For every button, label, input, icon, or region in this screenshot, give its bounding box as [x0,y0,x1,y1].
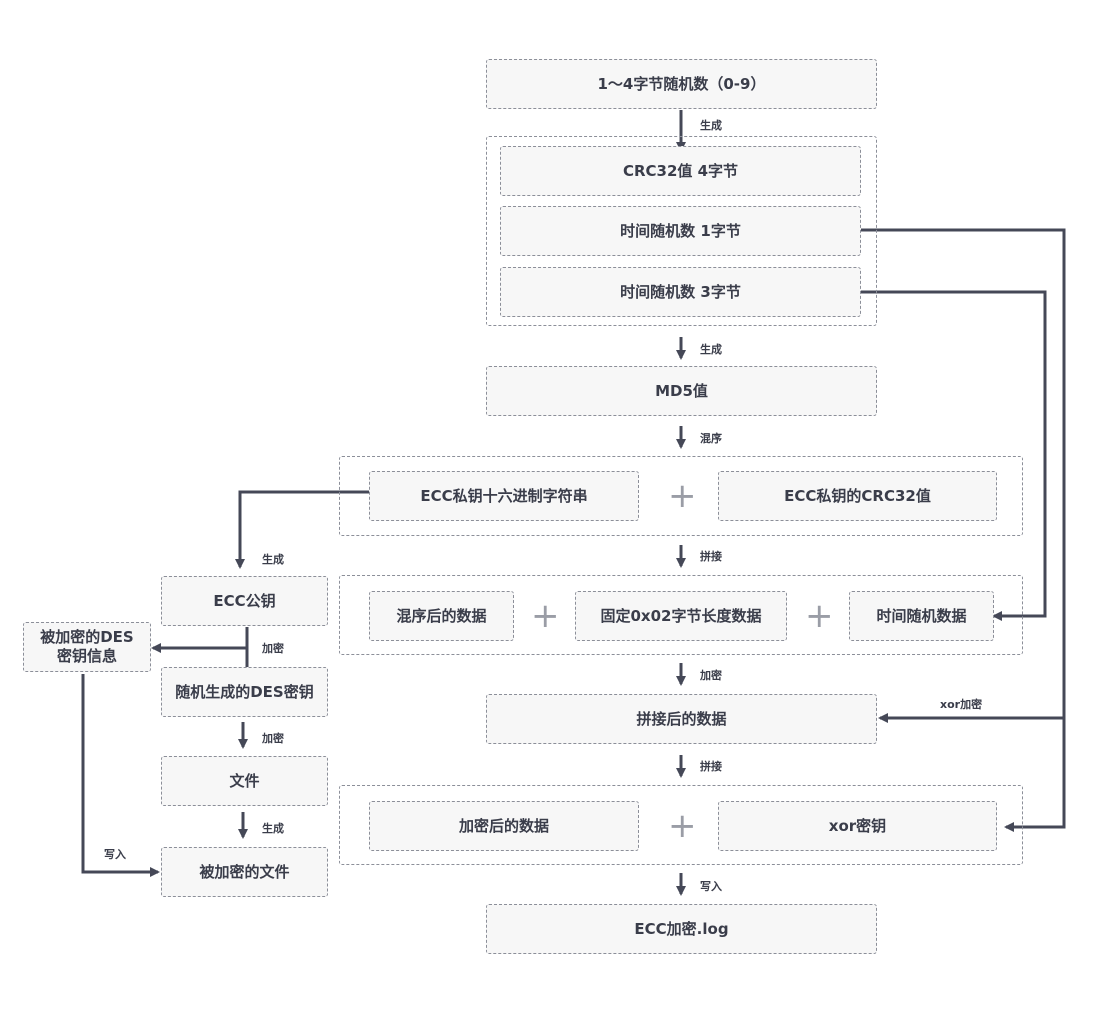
label-generate-file: 生成 [262,822,284,835]
label-generate-pub: 生成 [262,553,284,566]
label-xor-encrypt: xor加密 [940,698,983,711]
node-time-random-3: 时间随机数 3字节 [500,267,861,317]
group-ecc-private [339,456,1023,536]
node-mixed-data: 混序后的数据 [369,591,514,641]
plus-symbol-3: + [805,596,834,636]
node-xor-key: xor密钥 [718,801,997,851]
group-crc-time [486,136,877,326]
plus-symbol-1: + [668,476,697,516]
label-generate-1: 生成 [700,119,722,132]
group-encrypted-xor [339,785,1023,865]
node-concat-data: 拼接后的数据 [486,694,877,744]
wire-time3-to-timedata [861,290,1047,621]
node-crc32: CRC32值 4字节 [500,146,861,196]
wire-eccpriv-to-pub [235,490,369,569]
label-encrypt-pub: 加密 [262,642,284,655]
label-shuffle: 混序 [700,432,722,445]
label-generate-2: 生成 [700,343,722,356]
wire-time1-to-xor [861,228,1066,832]
node-fixed-0x02: 固定0x02字节长度数据 [575,591,787,641]
label-write-file: 写入 [104,848,126,861]
label-concat-1: 拼接 [700,550,722,563]
node-time-random-1: 时间随机数 1字节 [500,206,861,256]
node-random-bytes: 1～4字节随机数（0-9） [486,59,877,109]
node-encrypted-des-info: 被加密的DES 密钥信息 [23,622,151,672]
wire-desinfo-to-encfile [81,674,160,877]
node-ecc-log: ECC加密.log [486,904,877,954]
label-write-log: 写入 [700,880,722,893]
node-ecc-private-crc: ECC私钥的CRC32值 [718,471,997,521]
label-concat-2: 拼接 [700,760,722,773]
plus-symbol-2: + [531,596,560,636]
node-ecc-private-hex: ECC私钥十六进制字符串 [369,471,639,521]
plus-symbol-4: + [668,806,697,846]
node-ecc-public: ECC公钥 [161,576,328,626]
label-encrypt-des: 加密 [262,732,284,745]
node-md5: MD5值 [486,366,877,416]
node-encrypted-file: 被加密的文件 [161,847,328,897]
node-encrypted-data: 加密后的数据 [369,801,639,851]
label-encrypt-main: 加密 [700,669,722,682]
node-time-random-data: 时间随机数据 [849,591,994,641]
group-concat-parts [339,575,1023,655]
node-des-key: 随机生成的DES密钥 [161,667,328,717]
node-file: 文件 [161,756,328,806]
